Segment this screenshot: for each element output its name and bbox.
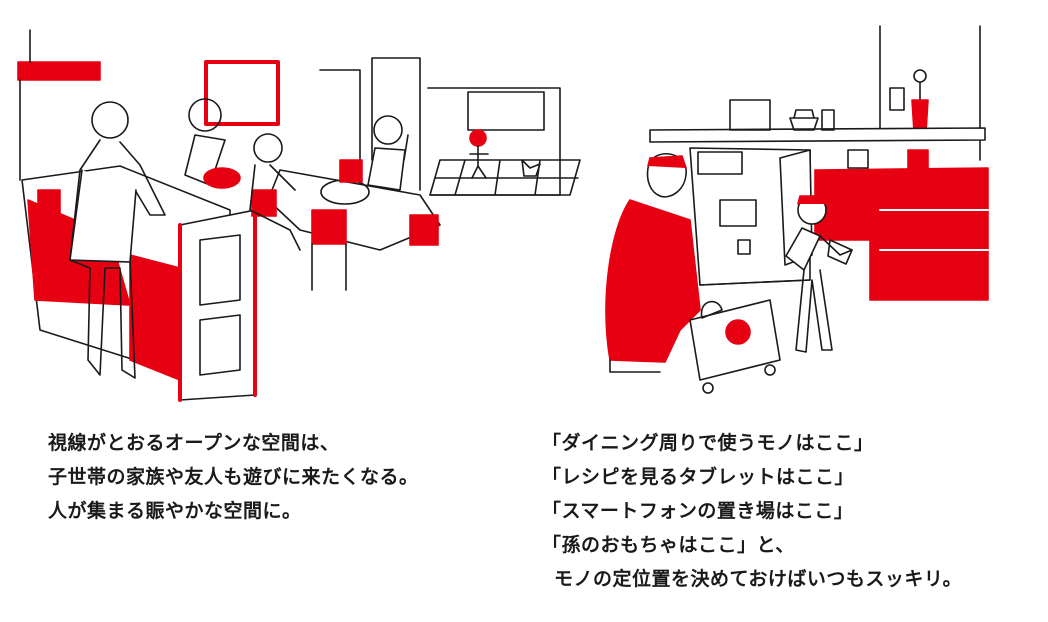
wall-picture-frame (204, 60, 280, 126)
kettle-icon (789, 109, 819, 131)
light-switch (889, 87, 905, 111)
back-window (467, 91, 545, 131)
seated-man-right (367, 115, 409, 191)
right-caption-line: 「レシピを見るタブレットはここ」 (542, 466, 855, 488)
flower-vase (911, 69, 929, 133)
kitchen-counter (21, 165, 257, 402)
right-caption-line: 「ダイニング周りで使うモノはここ」 (542, 432, 874, 454)
left-caption-line: 子世帯の家族や友人も遊びに来たくなる。 (48, 466, 419, 488)
grandfather-kneeling (605, 153, 701, 373)
dining-table (251, 159, 441, 291)
microwave (729, 99, 771, 131)
person-cooking (69, 101, 166, 379)
toy-fish-icon (827, 239, 853, 265)
left-caption-line: 視線がとおるオープンな空間は、 (48, 432, 340, 454)
right-caption-line: モノの定位置を決めておけばいつもスッキリ。 (554, 568, 963, 590)
red-cabinets (814, 149, 989, 301)
right-caption-line: 「スマートフォンの置き場はここ」 (542, 500, 854, 522)
grandchild-standing (785, 195, 853, 353)
child-playing (469, 129, 489, 179)
right-caption: 「ダイニング周りで使うモノはここ」 「レシピを見るタブレットはここ」 「スマート… (542, 426, 962, 596)
seated-man-glasses (249, 133, 301, 251)
ball-icon (725, 319, 751, 345)
left-caption: 視線がとおるオープンな空間は、 子世帯の家族や友人も遊びに来たくなる。 人が集ま… (48, 426, 419, 528)
toy-box-on-wheels (689, 299, 781, 394)
open-storage-cabinet (689, 147, 813, 286)
teddy-bear-icon (700, 300, 723, 319)
range-hood (17, 29, 101, 181)
left-caption-line: 人が集まる賑やかな空間に。 (48, 500, 302, 522)
storage-cabinet-illustration (605, 25, 989, 394)
seated-woman (184, 98, 241, 189)
right-caption-line: 「孫のおもちゃはここ」と、 (542, 534, 795, 556)
toy-dog (521, 159, 541, 177)
open-kitchen-dining-illustration (17, 29, 581, 402)
